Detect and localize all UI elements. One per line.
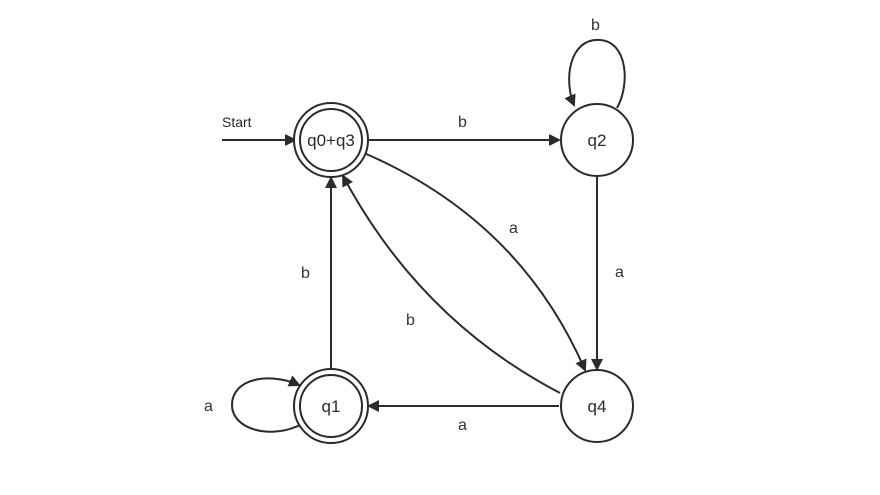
state-q1-inner-ring [299, 374, 363, 438]
edge-label-q1-to-q0q3: b [301, 265, 310, 282]
edge-label-q0q3-to-q4: a [509, 220, 518, 237]
state-q0q3-inner-ring [299, 108, 363, 172]
state-q0q3-label: q0+q3 [307, 131, 355, 150]
edge-q0q3-to-q4 [363, 152, 587, 372]
edge-q1-self-loop [230, 375, 303, 433]
edge-label-q2-self-loop: b [591, 17, 600, 34]
state-q1-label: q1 [322, 397, 341, 416]
state-q4: q4 [560, 369, 634, 443]
state-q4-label: q4 [588, 397, 607, 416]
start-label: Start [222, 114, 252, 130]
edge-label-q0q3-to-q2: b [458, 114, 467, 131]
edge-label-q4-to-q0q3: b [406, 312, 415, 329]
edge-label-q1-self-loop: a [204, 398, 213, 415]
state-q0q3: q0+q3 [293, 102, 369, 178]
state-q2: q2 [560, 103, 634, 177]
edge-q2-self-loop [564, 38, 626, 109]
edge-label-q4-to-q1: a [458, 417, 467, 434]
state-q2-ring [560, 103, 634, 177]
edge-label-q2-to-q4: a [615, 264, 624, 281]
state-q4-ring [560, 369, 634, 443]
state-q2-label: q2 [588, 131, 607, 150]
state-q1: q1 [293, 368, 369, 444]
edge-q4-to-q0q3 [342, 174, 561, 394]
